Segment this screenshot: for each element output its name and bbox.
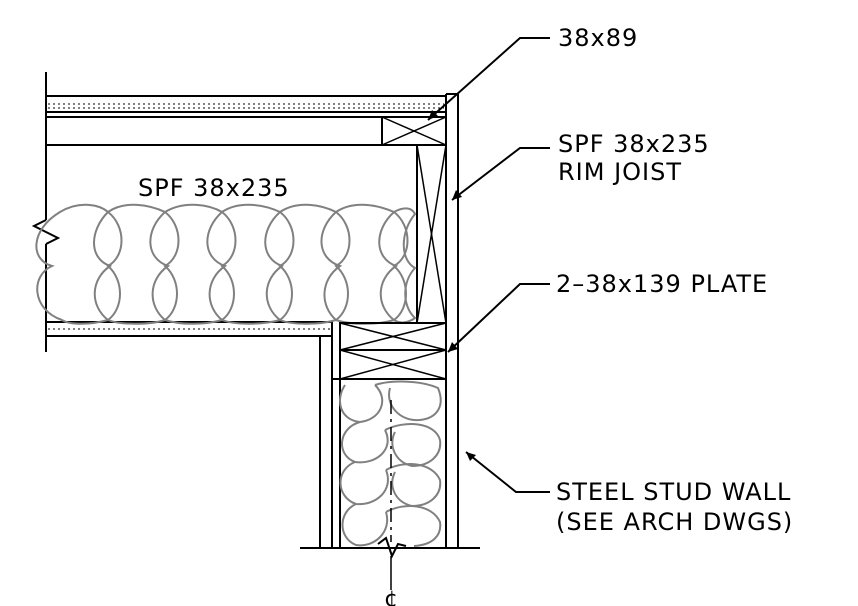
rim-joist bbox=[416, 144, 447, 324]
centerline-mark: ¢ bbox=[384, 587, 399, 606]
leaders bbox=[427, 37, 550, 493]
ceiling-board bbox=[45, 321, 333, 337]
double-plate bbox=[339, 322, 447, 380]
label-wall-line1: STEEL STUD WALL bbox=[556, 478, 791, 506]
steel-stud-wall bbox=[300, 335, 480, 549]
exterior-sheathing bbox=[445, 93, 459, 548]
joist-insulation bbox=[35, 203, 417, 325]
wall-insulation bbox=[339, 380, 442, 547]
label-wall-line2: (SEE ARCH DWGS) bbox=[556, 508, 793, 536]
label-rim-joist-line1: SPF 38x235 bbox=[558, 130, 710, 158]
label-38x89: 38x89 bbox=[558, 24, 638, 52]
centerline: ¢ bbox=[377, 400, 407, 606]
label-plate: 2–38x139 PLATE bbox=[556, 270, 768, 298]
top-member bbox=[45, 116, 447, 146]
label-rim-joist-line2: RIM JOIST bbox=[558, 158, 682, 186]
floor-sheathing bbox=[45, 95, 447, 113]
label-joist: SPF 38x235 bbox=[138, 174, 290, 202]
